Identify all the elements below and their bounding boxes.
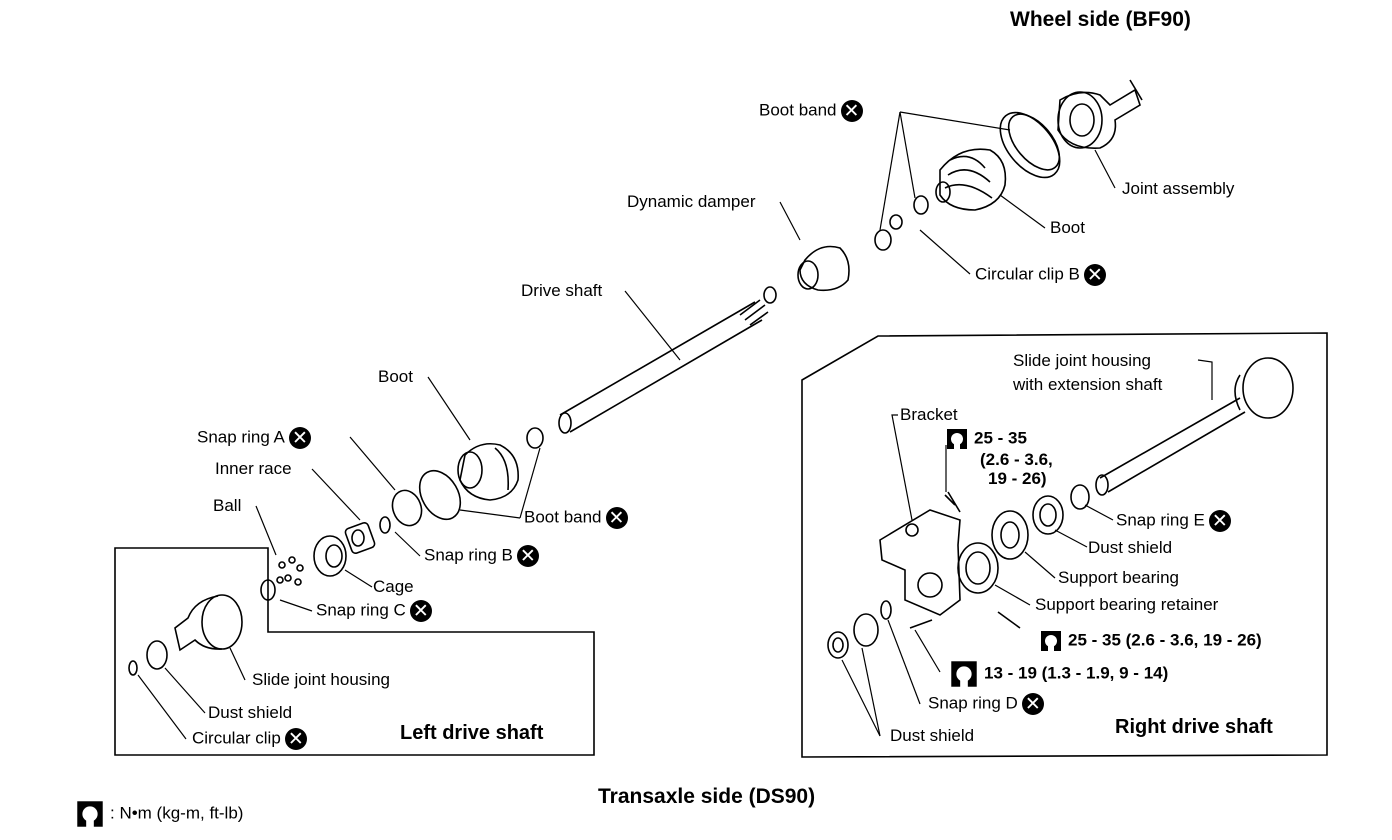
label-support-bearing: Support bearing [1058,568,1179,587]
label-slide-joint-housing-left: Slide joint housing [252,670,390,689]
label-snap-ring-c: Snap ring C✕ [316,600,432,622]
label-snap-ring-a: Snap ring A✕ [197,427,311,449]
label-boot-wheel: Boot [1050,218,1085,237]
label-snap-ring-d: Snap ring D✕ [928,693,1044,715]
label-support-bearing-retainer: Support bearing retainer [1035,595,1219,614]
label-dust-shield-bottom: Dust shield [890,726,975,745]
title-left-drive-shaft: Left drive shaft [400,722,544,744]
bracket-part [879,509,961,616]
label-drive-shaft: Drive shaft [521,281,603,300]
label-snap-ring-e: Snap ring E✕ [1116,510,1231,532]
replace-mark-icon: ✕ [605,507,628,529]
label-joint-assembly: Joint assembly [1122,179,1235,198]
left-shaft-frame [114,547,595,756]
replace-mark-icon: ✕ [409,600,432,622]
label-slide-joint-housing-ext-2: with extension shaft [1013,375,1163,394]
label-bracket: Bracket [900,405,958,424]
replace-mark-icon: ✕ [284,728,307,750]
torque-wrench-icon [951,661,977,688]
slide-joint-housing-left-part [174,594,243,652]
dynamic-damper-part [797,245,850,292]
title-transaxle-side: Transaxle side (DS90) [598,785,816,808]
support-bearing-retainer-part [957,542,999,594]
joint-assembly-part [1057,79,1143,149]
label-ball: Ball [213,496,242,515]
label-torque-retainer: 25 - 35 (2.6 - 3.6, 19 - 26) [1040,630,1262,652]
right-shaft-frame [801,332,1328,758]
label-snap-ring-b: Snap ring B✕ [424,545,539,567]
title-wheel-side: Wheel side (BF90) [1010,8,1191,31]
label-boot-band-top: Boot band✕ [759,100,863,122]
replace-mark-icon: ✕ [288,427,311,449]
drive-shaft-part [558,299,769,434]
label-dust-shield-right: Dust shield [1088,538,1173,557]
label-torque-bracket: 25 - 35 [946,428,1027,450]
replace-mark-icon: ✕ [840,100,863,122]
label-boot-left: Boot [378,367,413,386]
boot-band-mid-part [418,469,462,521]
label-inner-race: Inner race [215,459,292,478]
replace-mark-icon: ✕ [516,545,539,567]
legend-torque-unit: : N•m (kg-m, ft-lb) [76,800,243,828]
inner-race-part [344,522,376,554]
torque-wrench-icon [1041,631,1061,652]
torque-wrench-icon [77,801,103,828]
label-torque-bracket-2: (2.6 - 3.6, [980,450,1053,469]
label-circular-clip: Circular clip✕ [192,728,307,750]
label-circular-clip-b: Circular clip B✕ [975,264,1106,286]
replace-mark-icon: ✕ [1083,264,1106,286]
boot-wheel-part [935,148,1007,211]
cage-part [313,535,347,577]
label-boot-band-mid: Boot band✕ [524,507,628,529]
balls-part [276,556,304,586]
slide-joint-housing-right-part [1095,357,1294,496]
label-slide-joint-housing-ext-1: Slide joint housing [1013,351,1151,370]
title-right-drive-shaft: Right drive shaft [1115,716,1273,738]
label-torque-bolt: 13 - 19 (1.3 - 1.9, 9 - 14) [950,660,1168,688]
replace-mark-icon: ✕ [1208,510,1231,532]
label-cage: Cage [373,577,414,596]
label-dynamic-damper: Dynamic damper [627,192,756,211]
label-torque-bracket-3: 19 - 26) [988,469,1047,488]
replace-mark-icon: ✕ [1021,693,1044,715]
torque-wrench-icon [947,429,967,450]
label-dust-shield-left: Dust shield [208,703,293,722]
boot-left-part [457,442,519,501]
boot-band-large-part [999,111,1061,179]
